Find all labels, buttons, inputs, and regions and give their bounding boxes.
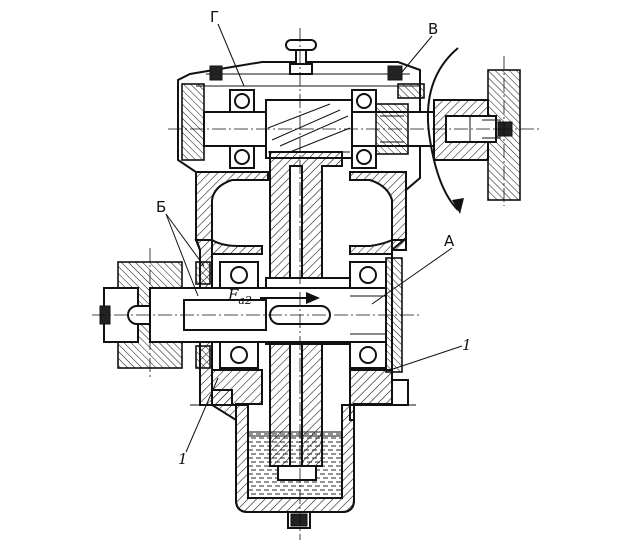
leader-lines bbox=[165, 23, 463, 453]
label-force-sub: a2 bbox=[238, 294, 252, 307]
axis-lines bbox=[92, 28, 540, 540]
label-force-main: F bbox=[227, 286, 239, 304]
rotation-arrow bbox=[426, 47, 464, 214]
label-v: В bbox=[428, 20, 438, 38]
label-one-right: 1 bbox=[462, 336, 472, 354]
drain-plug bbox=[287, 511, 311, 529]
oil-bath bbox=[249, 431, 341, 497]
label-b: Б bbox=[156, 198, 166, 216]
label-g: Г bbox=[210, 8, 219, 26]
label-one-left: 1 bbox=[178, 450, 188, 468]
label-a: А bbox=[444, 232, 455, 250]
label-force: Fa2 bbox=[227, 286, 252, 307]
